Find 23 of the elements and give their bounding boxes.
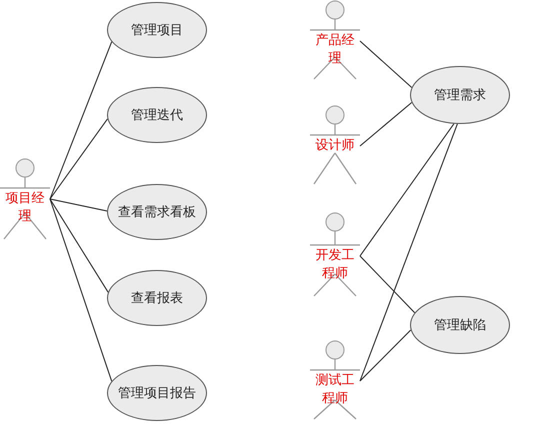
use-case-ellipse: 查看报表 xyxy=(107,270,207,326)
association-line xyxy=(50,198,109,293)
association-line xyxy=(360,330,412,382)
association-line xyxy=(50,198,112,382)
association-line xyxy=(50,41,112,200)
association-line xyxy=(360,256,416,314)
actor-label: 测试工程师 xyxy=(314,372,356,408)
association-line xyxy=(360,123,458,382)
association-line xyxy=(50,198,108,212)
use-case-ellipse: 管理项目报告 xyxy=(107,365,207,421)
actor-label: 设计师 xyxy=(314,137,356,155)
use-case-ellipse: 查看需求看板 xyxy=(107,184,207,240)
use-case-ellipse: 管理迭代 xyxy=(107,87,207,143)
actor-label: 项目经理 xyxy=(4,190,46,226)
association-line xyxy=(50,118,108,200)
association-line xyxy=(360,102,412,146)
use-case-ellipse: 管理需求 xyxy=(410,66,510,124)
use-case-ellipse: 管理项目 xyxy=(107,2,207,58)
association-line xyxy=(360,123,454,256)
use-case-ellipse: 管理缺陷 xyxy=(410,296,510,354)
actor-label: 开发工程师 xyxy=(314,247,356,283)
actor-label: 产品经理 xyxy=(314,32,356,68)
association-line xyxy=(360,40,412,88)
